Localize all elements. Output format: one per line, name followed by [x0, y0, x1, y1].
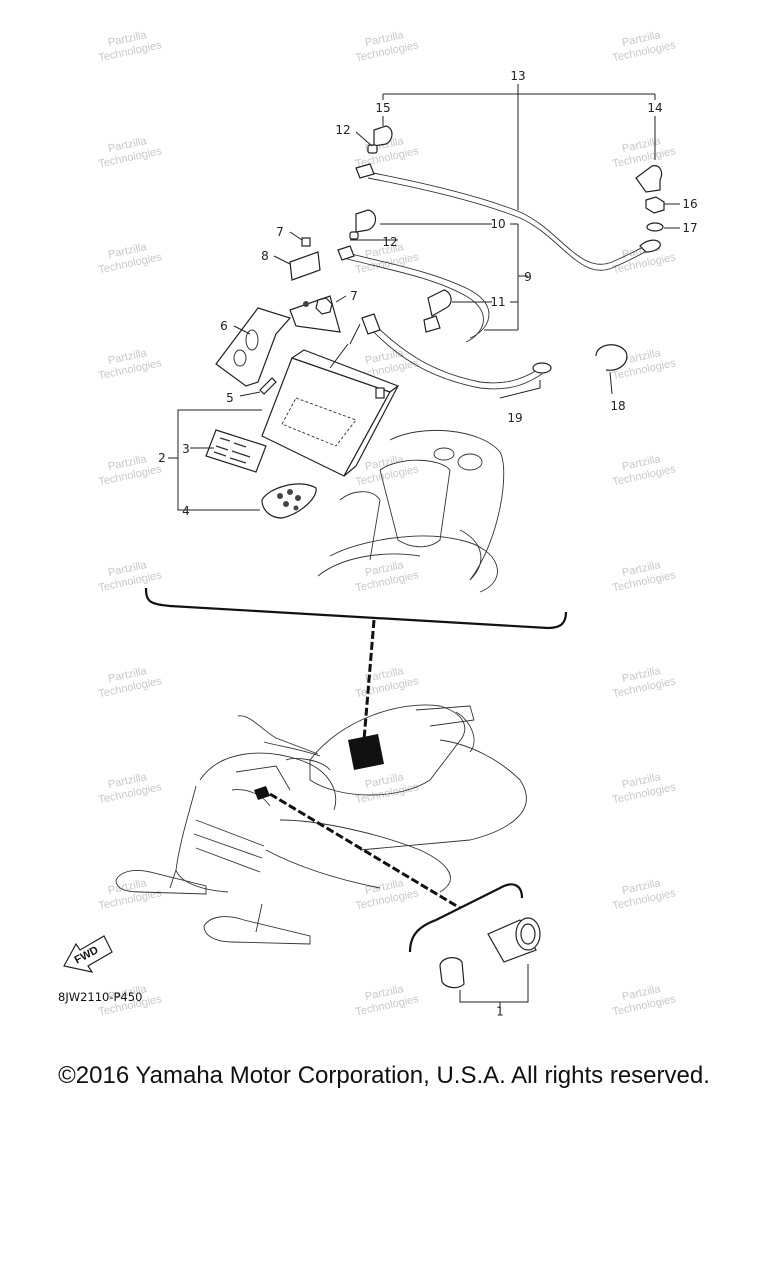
- watermark-2-0: PartzillaTechnologies: [95, 238, 163, 276]
- watermark-6-0: PartzillaTechnologies: [95, 662, 163, 700]
- watermark-0-0: PartzillaTechnologies: [95, 26, 163, 64]
- callout-14: 14: [647, 101, 662, 115]
- watermark-7-0: PartzillaTechnologies: [95, 768, 163, 806]
- callout-2: 2: [158, 451, 166, 465]
- callout-6: 5: [226, 391, 234, 405]
- watermark-5-0: PartzillaTechnologies: [95, 556, 163, 594]
- watermark-6-1: PartzillaTechnologies: [352, 662, 420, 700]
- callout-4: 4: [182, 504, 190, 518]
- callout-13: 13: [510, 69, 525, 83]
- callout-7b: 7: [350, 289, 358, 303]
- callout-12b: 12: [382, 235, 397, 249]
- watermark-1-2: PartzillaTechnologies: [609, 132, 677, 170]
- watermark-7-1: PartzillaTechnologies: [352, 768, 420, 806]
- callout-1: 1: [496, 1005, 504, 1019]
- callout-18: 18: [610, 399, 625, 413]
- callout-19: 19: [507, 411, 522, 425]
- watermark-4-1: PartzillaTechnologies: [352, 450, 420, 488]
- watermark-9-2: PartzillaTechnologies: [609, 980, 677, 1018]
- watermark-8-2: PartzillaTechnologies: [609, 874, 677, 912]
- callout-5: 6: [220, 319, 228, 333]
- watermark-8-1: PartzillaTechnologies: [352, 874, 420, 912]
- callout-10: 11: [490, 295, 505, 309]
- watermark-5-1: PartzillaTechnologies: [352, 556, 420, 594]
- watermark-8-0: PartzillaTechnologies: [95, 874, 163, 912]
- drawing-code: 8JW2110-P450: [58, 990, 142, 1004]
- watermark-5-2: PartzillaTechnologies: [609, 556, 677, 594]
- watermark-4-2: PartzillaTechnologies: [609, 450, 677, 488]
- callout-15: 15: [375, 101, 390, 115]
- callout-3: 3: [182, 442, 190, 456]
- exploded-view: 13 15 14 12 16 17 10 12 7 8 9 7 11 6 18 …: [144, 69, 698, 741]
- watermark-1-0: PartzillaTechnologies: [95, 132, 163, 170]
- callout-7a: 7: [276, 225, 284, 239]
- callout-17: 17: [682, 221, 697, 235]
- snowmobile-view: 1 FWD 8JW2110-P450: [58, 704, 541, 1019]
- watermark-9-1: PartzillaTechnologies: [352, 980, 420, 1018]
- watermark-0-2: PartzillaTechnologies: [609, 26, 677, 64]
- watermark-6-2: PartzillaTechnologies: [609, 662, 677, 700]
- watermark-7-2: PartzillaTechnologies: [609, 768, 677, 806]
- watermark-4-0: PartzillaTechnologies: [95, 450, 163, 488]
- watermark-3-0: PartzillaTechnologies: [95, 344, 163, 382]
- watermark-0-1: PartzillaTechnologies: [352, 26, 420, 64]
- parts-diagram: PartzillaTechnologiesPartzillaTechnologi…: [58, 26, 698, 1019]
- copyright-notice: ©2016 Yamaha Motor Corporation, U.S.A. A…: [58, 1062, 710, 1089]
- callout-12a: 12: [335, 123, 350, 137]
- callout-16: 16: [682, 197, 697, 211]
- callout-8: 8: [261, 249, 269, 263]
- callout-11: 10: [490, 217, 505, 231]
- callout-9: 9: [524, 270, 532, 284]
